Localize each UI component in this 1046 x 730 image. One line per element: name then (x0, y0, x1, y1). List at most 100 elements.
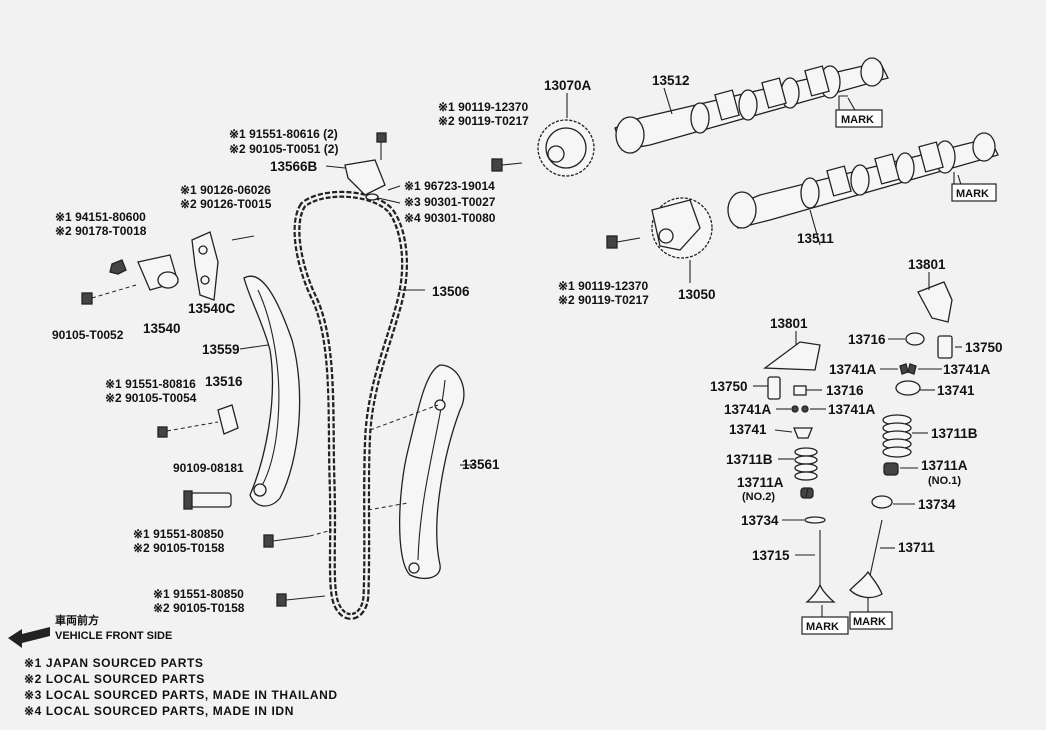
vehicle-front-arrow-icon (8, 627, 50, 648)
label-mark: MARK (956, 188, 989, 200)
label-13540c: 13540C (188, 301, 236, 316)
camshaft-13512 (614, 57, 889, 154)
label-seal-jp: ※1 96723-19014 (404, 179, 495, 193)
plate-13566b (344, 132, 387, 201)
mark-box (951, 183, 997, 202)
label-13741a-c: 13741A (724, 402, 772, 417)
label-13516-bolt-jp: ※1 91551-80816 (105, 377, 196, 391)
rocker-arm-13801 (917, 281, 953, 323)
valve-stem-seal-icon (800, 462, 899, 499)
label-13741: 13741 (937, 383, 975, 398)
label-13559: 13559 (202, 342, 240, 357)
chain-tensioner-arm-13559 (243, 275, 301, 507)
label-no2: (NO.2) (742, 491, 775, 503)
valve-keeper-icon (791, 363, 917, 413)
label-seal-idn: ※4 90301-T0080 (404, 211, 496, 225)
label-bolt-d-jp: ※1 90119-12370 (558, 279, 648, 293)
chain-guide-13561 (398, 364, 465, 579)
label-13566b-bolt-local: ※2 90105-T0051 (2) (229, 142, 338, 156)
bracket-13540c (191, 231, 219, 301)
label-vehicle-front-jp: 車両前方 (55, 613, 99, 627)
label-13801: 13801 (908, 257, 946, 272)
label-13741a: 13741A (943, 362, 991, 377)
label-13561: 13561 (462, 457, 500, 472)
label-13711a: 13711A (921, 458, 968, 473)
label-13711: 13711 (898, 540, 935, 555)
label-seal-th: ※3 90301-T0027 (404, 195, 496, 209)
spring-retainer-icon (793, 380, 921, 439)
part-labels: 13070A 13512 MARK MARK ※1 90119-12370 ※2… (52, 73, 1003, 633)
legend: 車両前方 VEHICLE FRONT SIDE ※1 JAPAN SOURCED… (24, 613, 338, 718)
label-13512: 13512 (652, 73, 690, 88)
valve-spring-13711b (794, 414, 912, 481)
label-bolt-b-local: ※2 90105-T0158 (133, 541, 225, 555)
note-local-sourced: ※2 LOCAL SOURCED PARTS (24, 672, 205, 686)
note-local-idn: ※4 LOCAL SOURCED PARTS, MADE IN IDN (24, 704, 294, 718)
camshaft-timing-gear-13050 (651, 197, 713, 259)
label-13566b: 13566B (270, 159, 318, 174)
label-13516: 13516 (205, 374, 243, 389)
label-bolt-13070a-jp: ※1 90119-12370 (438, 100, 528, 114)
label-stud-jp: ※1 90126-06026 (180, 183, 271, 197)
bolt-icon (606, 235, 641, 249)
label-bolt-b-jp: ※1 91551-80850 (133, 527, 224, 541)
label-13711b: 13711B (931, 426, 978, 441)
label-13711b-b: 13711B (726, 452, 773, 467)
camshaft-timing-gear-13070a (537, 119, 595, 177)
label-stud-local: ※2 90126-T0015 (180, 197, 272, 211)
label-bolt-c-local: ※2 90105-T0158 (153, 601, 245, 615)
nut-icon (109, 259, 127, 275)
label-13511: 13511 (797, 231, 834, 246)
label-vehicle-front-side: VEHICLE FRONT SIDE (55, 630, 172, 642)
timing-chain-13506 (293, 190, 409, 620)
label-13741a: 13741A (829, 362, 877, 377)
label-13750: 13750 (965, 340, 1003, 355)
note-local-thailand: ※3 LOCAL SOURCED PARTS, MADE IN THAILAND (24, 688, 338, 702)
label-13516-bolt-local: ※2 90105-T0054 (105, 391, 197, 405)
label-bolt-13070a-local: ※2 90119-T0217 (438, 114, 529, 128)
label-nut-jp: ※1 94151-80600 (55, 210, 146, 224)
leader-lines (239, 87, 962, 617)
bolt-icon (276, 593, 326, 607)
label-13050: 13050 (678, 287, 716, 302)
label-13715: 13715 (752, 548, 790, 563)
label-13540: 13540 (143, 321, 181, 336)
bracket-13516 (157, 404, 239, 438)
label-mark: MARK (841, 114, 874, 126)
label-90105-t0052: 90105-T0052 (52, 328, 124, 342)
valve-cap-icon (793, 332, 925, 396)
stud-icon (231, 235, 255, 241)
mark-box (801, 616, 849, 635)
label-13506: 13506 (432, 284, 470, 299)
pivot-bolt-90109 (183, 490, 232, 510)
spring-seat-icon (804, 495, 893, 524)
label-nut-local: ※2 90178-T0018 (55, 224, 147, 238)
label-13741-b: 13741 (729, 422, 767, 437)
chain-tensioner-13540 (137, 254, 179, 291)
label-no1: (NO.1) (928, 475, 961, 487)
label-13741a-d: 13741A (828, 402, 876, 417)
label-90109-08181: 90109-08181 (173, 461, 244, 475)
mark-box (849, 611, 893, 630)
label-13734-b: 13734 (741, 513, 779, 528)
lash-adjuster-icon (767, 335, 953, 400)
intake-valve-13711 (849, 519, 883, 599)
label-mark: MARK (853, 616, 886, 628)
exhaust-valve-13715 (805, 530, 836, 603)
mark-box (835, 109, 883, 128)
label-13750-b: 13750 (710, 379, 748, 394)
label-13711a-b: 13711A (737, 475, 784, 490)
label-bolt-c-jp: ※1 91551-80850 (153, 587, 244, 601)
note-japan-sourced: ※1 JAPAN SOURCED PARTS (24, 656, 204, 670)
bolt-icon (81, 284, 137, 305)
label-13566b-bolt-jp: ※1 91551-80616 (2) (229, 127, 338, 141)
label-mark: MARK (806, 621, 839, 633)
label-bolt-d-local: ※2 90119-T0217 (558, 293, 649, 307)
label-13716-b: 13716 (826, 383, 864, 398)
bolt-icon (263, 529, 333, 548)
bolt-icon (491, 158, 523, 172)
camshaft-13511 (727, 132, 999, 229)
label-13734: 13734 (918, 497, 956, 512)
